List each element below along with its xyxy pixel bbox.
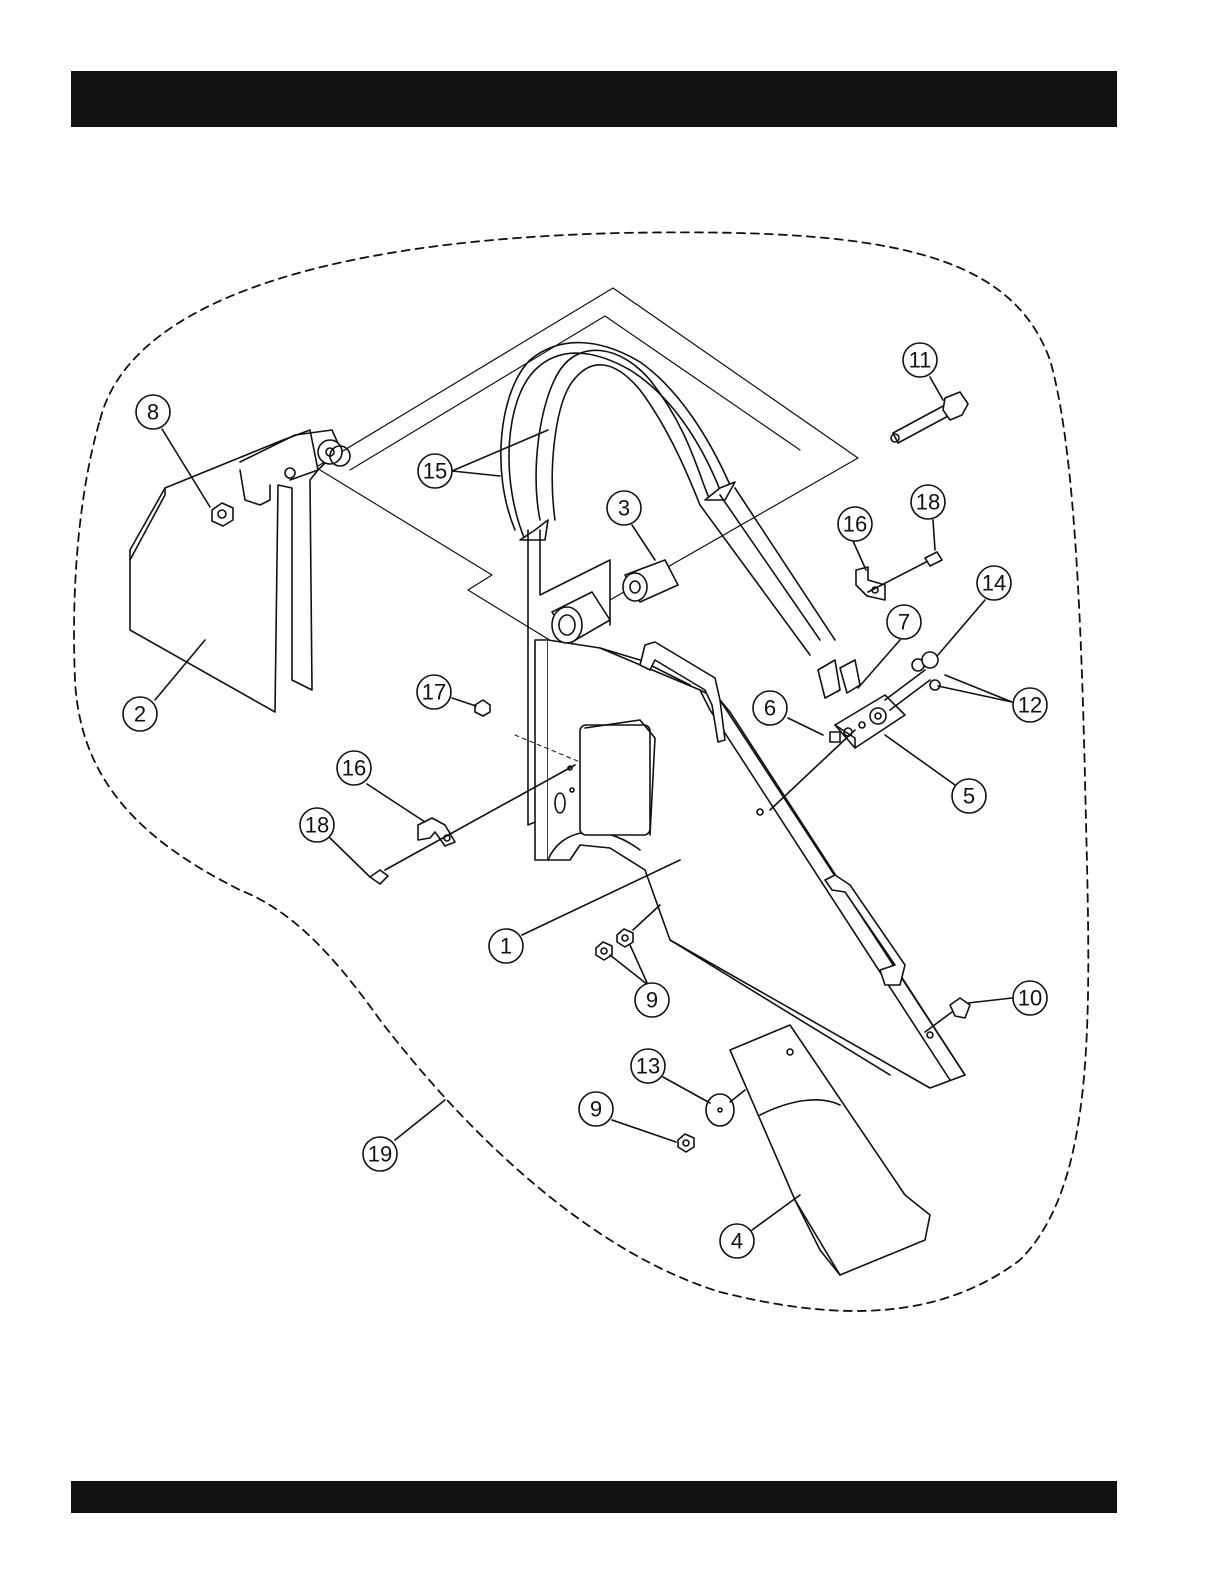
leader-9b bbox=[612, 1120, 676, 1142]
svg-text:14: 14 bbox=[982, 571, 1006, 596]
clamp-16-right bbox=[856, 567, 885, 600]
screw-18-left bbox=[370, 870, 388, 884]
svg-text:5: 5 bbox=[963, 784, 975, 809]
svg-text:4: 4 bbox=[731, 1229, 743, 1254]
leader-17 bbox=[452, 698, 476, 706]
callout-16b: 16 bbox=[337, 751, 371, 785]
leader-16a bbox=[853, 541, 866, 570]
svg-text:6: 6 bbox=[764, 696, 776, 721]
svg-text:8: 8 bbox=[147, 400, 159, 425]
leader-7 bbox=[858, 640, 900, 688]
svg-text:16: 16 bbox=[342, 756, 366, 781]
callout-3: 3 bbox=[607, 491, 641, 525]
leader-3 bbox=[632, 525, 655, 560]
leader-14 bbox=[938, 600, 985, 655]
svg-text:3: 3 bbox=[618, 496, 630, 521]
callout-15: 15 bbox=[418, 454, 452, 488]
callout-6: 6 bbox=[753, 691, 787, 725]
callout-16a: 16 bbox=[838, 507, 872, 541]
leader-11 bbox=[930, 377, 943, 400]
side-shield-part bbox=[130, 430, 350, 712]
callout-17: 17 bbox=[417, 675, 451, 709]
callout-12: 12 bbox=[1013, 688, 1047, 722]
svg-text:17: 17 bbox=[422, 680, 446, 705]
callout-1: 1 bbox=[489, 929, 523, 963]
svg-text:9: 9 bbox=[590, 1097, 602, 1122]
leader-18a bbox=[933, 520, 935, 550]
leader-19 bbox=[395, 1100, 445, 1140]
callout-18a: 18 bbox=[911, 485, 945, 519]
svg-text:1: 1 bbox=[500, 934, 512, 959]
nut-17 bbox=[475, 700, 490, 716]
svg-text:9: 9 bbox=[646, 988, 658, 1013]
leader-4 bbox=[752, 1195, 800, 1230]
bolt-10 bbox=[925, 998, 970, 1032]
screw-18-right bbox=[925, 552, 942, 566]
leader-10 bbox=[968, 998, 1012, 1003]
svg-text:2: 2 bbox=[134, 702, 146, 727]
callout-5: 5 bbox=[952, 779, 986, 813]
svg-text:16: 16 bbox=[843, 512, 867, 537]
callout-9b: 9 bbox=[579, 1092, 613, 1126]
reference-plane-inner bbox=[350, 316, 800, 470]
fastener-line-right bbox=[868, 560, 930, 592]
svg-text:18: 18 bbox=[305, 813, 329, 838]
callout-14: 14 bbox=[977, 566, 1011, 600]
leader-15 bbox=[452, 430, 548, 476]
callout-2: 2 bbox=[123, 697, 157, 731]
callout-19: 19 bbox=[363, 1137, 397, 1171]
callout-10: 10 bbox=[1013, 981, 1047, 1015]
leader-9a bbox=[610, 945, 648, 985]
leader-5 bbox=[885, 735, 955, 785]
callout-9a: 9 bbox=[635, 983, 669, 1017]
leader-6 bbox=[788, 718, 823, 735]
hose-assembly-15 bbox=[501, 343, 835, 655]
svg-text:19: 19 bbox=[368, 1142, 392, 1167]
nut-9-lower bbox=[678, 1134, 694, 1152]
leader-18b bbox=[330, 838, 370, 877]
hex-bolt-11 bbox=[891, 392, 968, 443]
callout-8: 8 bbox=[136, 395, 170, 429]
callout-13: 13 bbox=[631, 1049, 665, 1083]
washer-13 bbox=[706, 1090, 745, 1126]
callout-18b: 18 bbox=[300, 808, 334, 842]
leader-16b bbox=[367, 784, 425, 822]
valve-block-5 bbox=[770, 652, 940, 810]
svg-text:15: 15 bbox=[423, 459, 447, 484]
callout-7: 7 bbox=[887, 605, 921, 639]
svg-text:13: 13 bbox=[636, 1054, 660, 1079]
bushings-3 bbox=[552, 560, 678, 643]
svg-text:12: 12 bbox=[1018, 693, 1042, 718]
svg-text:18: 18 bbox=[916, 490, 940, 515]
svg-text:7: 7 bbox=[898, 610, 910, 635]
nuts-9-upper bbox=[596, 905, 660, 960]
callout-4: 4 bbox=[720, 1224, 754, 1258]
callout-11: 11 bbox=[903, 343, 937, 377]
svg-text:10: 10 bbox=[1018, 986, 1042, 1011]
leader-12 bbox=[938, 675, 1012, 702]
svg-text:11: 11 bbox=[909, 348, 932, 373]
leader-13 bbox=[663, 1077, 710, 1103]
